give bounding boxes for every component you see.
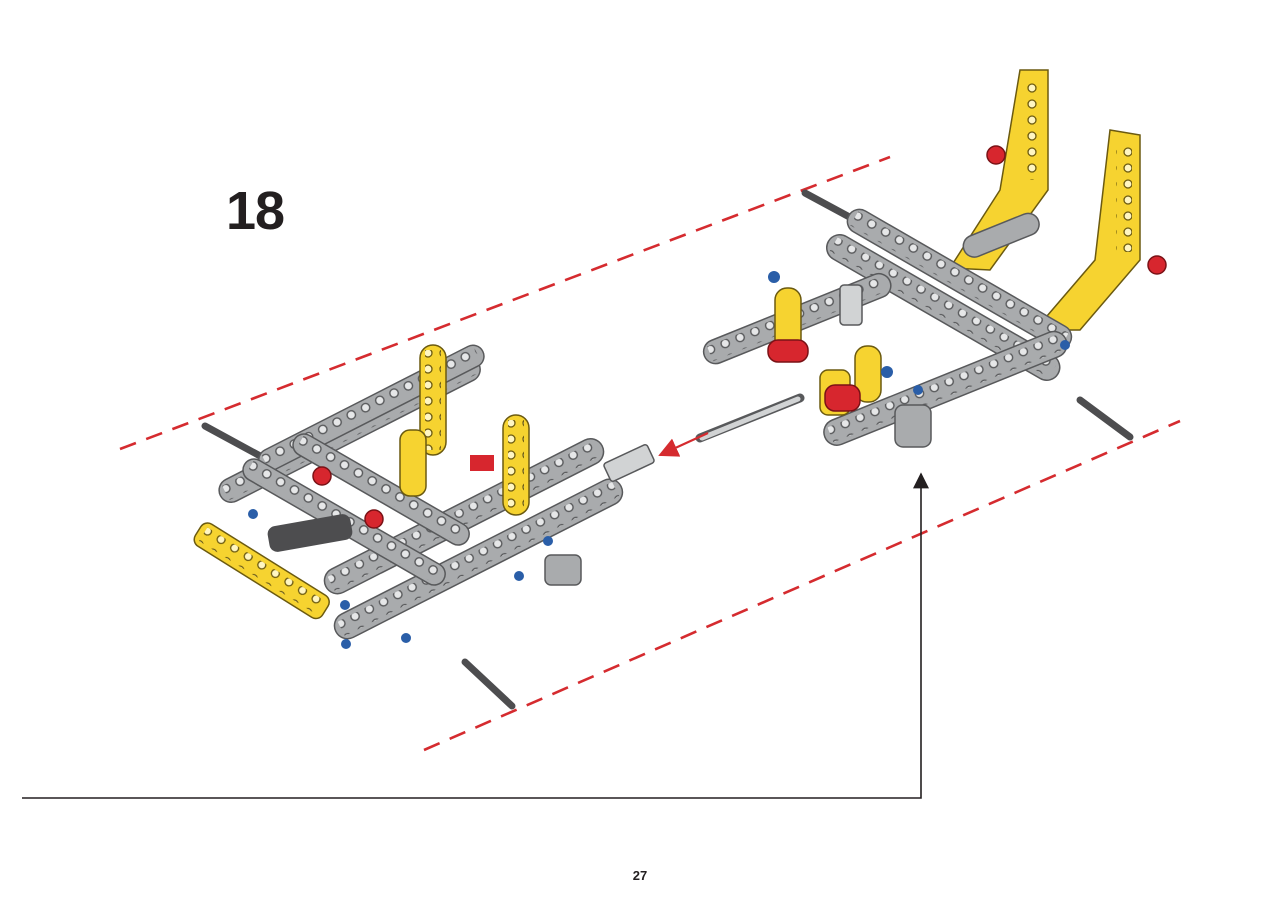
technic-subassembly-rear [695,69,1167,448]
guide-line-top [119,155,891,451]
technic-subassembly-front [193,344,655,710]
step-number: 18 [226,181,285,241]
callout-line [22,472,929,799]
insert-arrow-icon [658,432,709,457]
page-number: 27 [632,868,648,883]
guide-lines [119,155,1181,752]
guide-line-bottom [423,419,1181,752]
